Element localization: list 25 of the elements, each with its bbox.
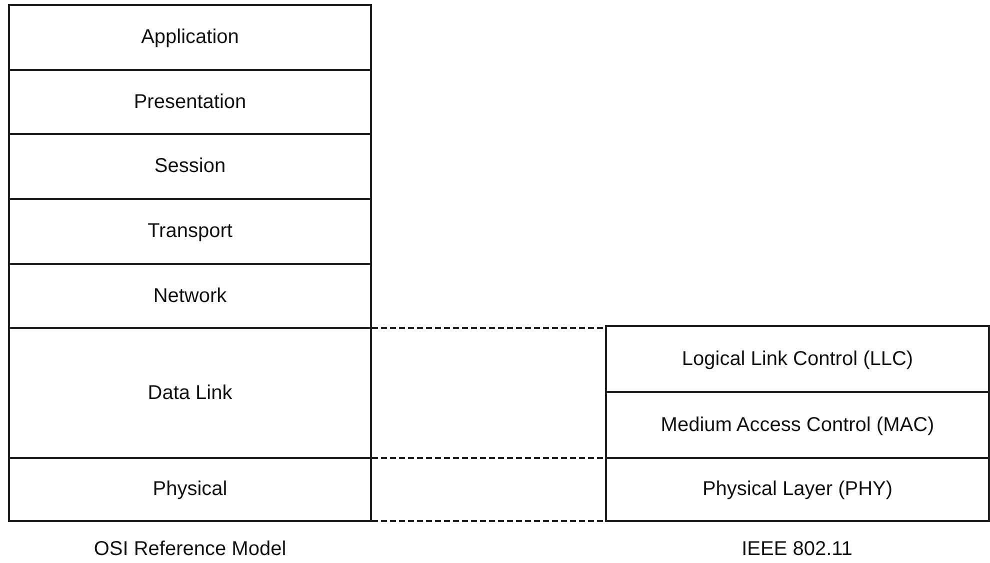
layer-name: Data Link [148, 382, 232, 404]
stack-caption: OSI Reference Model [94, 538, 286, 561]
layer-box [605, 457, 990, 522]
layer-box [8, 4, 372, 71]
layer-box [605, 391, 990, 459]
dashed-line [372, 457, 605, 459]
dashed-line [372, 520, 605, 522]
layer-name: Session [154, 155, 226, 178]
dashed-line [372, 327, 605, 329]
layer-name: Physical Layer (PHY) [702, 478, 893, 501]
layer-box [8, 133, 372, 200]
layer-box [605, 325, 990, 393]
layer-name: Physical [152, 478, 228, 501]
layer-box [8, 263, 372, 329]
layer-name: Medium Access Control (MAC) [660, 414, 934, 436]
layer-box [8, 327, 372, 459]
layer-box [8, 198, 372, 265]
layer-name: Logical Link Control (LLC) [682, 348, 914, 370]
stack-caption: IEEE 802.11 [742, 538, 852, 561]
layer-box [8, 457, 372, 522]
layer-name: Presentation [134, 90, 246, 114]
layer-box [8, 69, 372, 135]
layer-name: Network [153, 284, 227, 308]
layer-name: Transport [148, 220, 232, 243]
layer-name: Application [141, 26, 239, 49]
